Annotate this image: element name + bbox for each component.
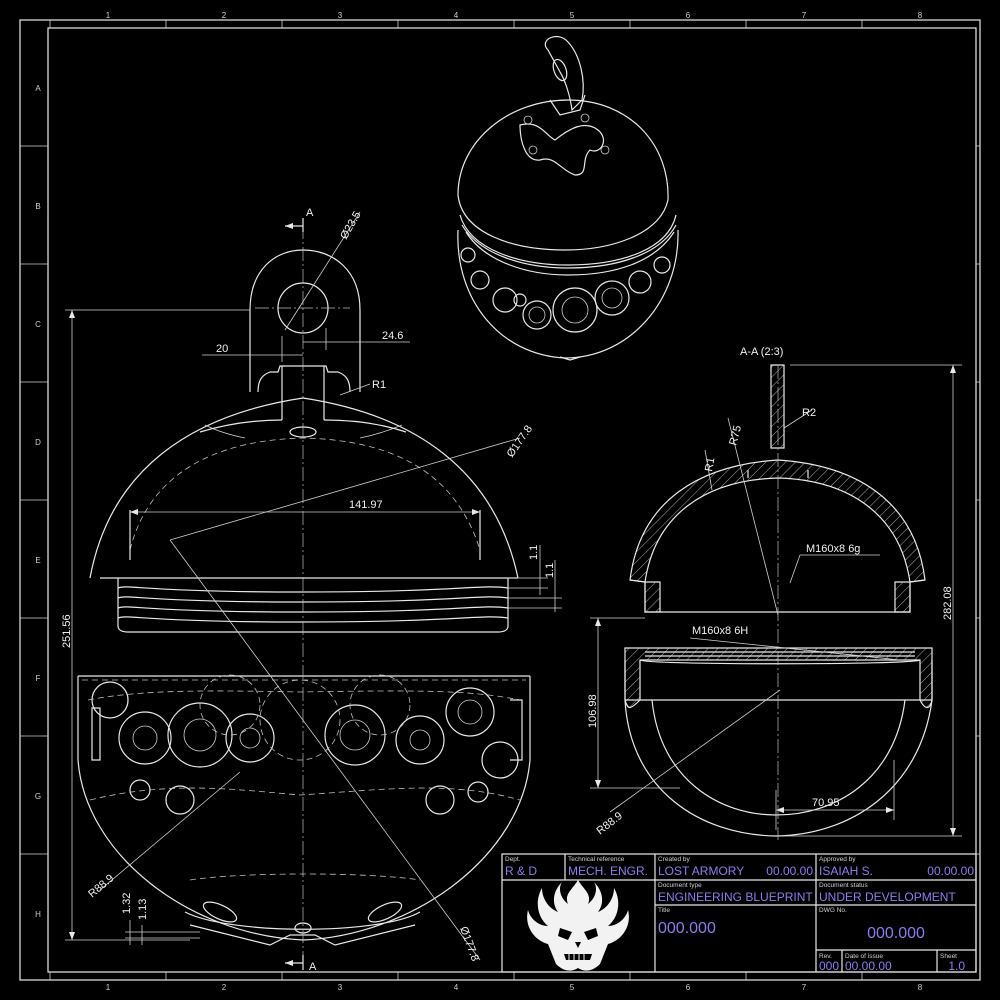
zone-row-b: B [35, 202, 40, 211]
dim-sec-r2: R2 [802, 407, 816, 419]
zone-grid: 1 2 3 4 5 6 7 8 1 2 3 4 5 6 7 8 A B C D … [20, 11, 980, 992]
tb-status-value: UNDER DEVELOPMENT [819, 890, 956, 904]
dim-sec-thread-male: M160x8 6g [806, 543, 860, 555]
front-view-centerlines [255, 225, 350, 965]
zone-col-7: 7 [802, 11, 807, 20]
section-view: A-A (2:3) R2 R75 R1 M160x8 6g M160x8 6H [587, 346, 962, 840]
tb-dept-label: Dept. [505, 856, 521, 863]
zone-col-5: 5 [570, 11, 575, 20]
tb-tech-ref-label: Technical reference [568, 856, 625, 863]
front-view [77, 249, 531, 946]
zone-row-g: G [35, 792, 41, 801]
dim-sec-height: 282.08 [942, 586, 954, 620]
tb-created-date: 00.00.00 [766, 864, 813, 878]
front-view-dimensions: Ø23.5 20 24.6 R1 Ø177.8 141.97 1.1 1.1 2… [61, 210, 562, 963]
section-marker-top: A [285, 207, 314, 232]
dim-bottom-radius: R88.9 [86, 872, 116, 900]
tb-doctype-label: Document type [658, 882, 702, 889]
dim-loop-dia: Ø23.5 [338, 210, 363, 242]
tb-sheet-label: Sheet [940, 953, 957, 960]
zone-col-1-bottom: 1 [106, 983, 111, 992]
tb-rev-value: 000 [819, 959, 839, 973]
zone-row-c: C [35, 320, 41, 329]
flaming-skull-emblem-icon [527, 880, 629, 971]
dim-sphere-dia-bottom: Ø177.8 [457, 925, 481, 963]
dim-sec-radius: R88.9 [594, 810, 625, 838]
dim-sec-r1: R1 [703, 457, 717, 473]
zone-col-4: 4 [454, 11, 459, 20]
isometric-view [457, 36, 679, 361]
tb-created-label: Created by [658, 856, 691, 863]
dim-sec-lower-height: 106.98 [587, 694, 599, 728]
tb-rev-label: Rev. [819, 953, 832, 960]
tb-approved-date: 00.00.00 [927, 864, 974, 878]
dim-total-height: 251.56 [61, 614, 73, 648]
tb-doctype-value: ENGINEERING BLUEPRINT [658, 890, 813, 904]
tb-status-label: Document status [819, 882, 869, 889]
zone-row-d: D [35, 438, 41, 447]
tb-created-value: LOST ARMORY [658, 864, 744, 878]
zone-col-8-bottom: 8 [918, 983, 923, 992]
tb-approved-value: ISAIAH S. [819, 864, 873, 878]
zone-col-7-bottom: 7 [802, 983, 807, 992]
zone-col-1: 1 [106, 11, 111, 20]
title-block: Dept. R & D Technical reference MECH. EN… [501, 853, 977, 973]
tb-dept-value: R & D [505, 864, 537, 878]
dim-inner-width: 141.97 [349, 499, 383, 511]
dim-sec-r75: R75 [727, 424, 744, 447]
section-label-bottom: A [309, 961, 317, 973]
section-marker-bottom: A [285, 955, 317, 973]
zone-col-6-bottom: 6 [686, 983, 691, 992]
tb-dwg-label: DWG No. [819, 907, 847, 914]
dim-loop-left: 20 [216, 343, 228, 355]
dim-loop-radius: R1 [372, 379, 386, 391]
dim-shell-a: 1.32 [121, 893, 133, 914]
tb-issue-value: 00.00.00 [845, 959, 892, 973]
dim-loop-right: 24.6 [382, 330, 403, 342]
tb-dwg-value: 000.000 [867, 925, 925, 942]
zone-col-6: 6 [686, 11, 691, 20]
dim-sec-thread-female: M160x8 6H [692, 625, 748, 637]
tb-tech-ref-value: MECH. ENGR. [568, 864, 648, 878]
zone-col-3-bottom: 3 [338, 983, 343, 992]
zone-col-2-bottom: 2 [222, 983, 227, 992]
tb-approved-label: Approved by [819, 856, 856, 863]
zone-col-4-bottom: 4 [454, 983, 459, 992]
dim-thread-gap-a: 1.1 [528, 545, 540, 560]
section-label-top: A [306, 207, 314, 219]
zone-col-2: 2 [222, 11, 227, 20]
tb-issue-label: Date of issue [845, 953, 883, 960]
zone-col-5-bottom: 5 [570, 983, 575, 992]
zone-col-8: 8 [918, 11, 923, 20]
dim-thread-gap-b: 1.1 [544, 563, 556, 578]
dim-shell-b: 1.13 [137, 899, 149, 920]
zone-row-a: A [35, 84, 41, 93]
section-view-title: A-A (2:3) [740, 346, 783, 358]
tb-sheet-value: 1.0 [948, 959, 965, 973]
zone-row-e: E [35, 556, 40, 565]
tb-title-label: Title [658, 907, 670, 914]
zone-row-f: F [36, 674, 41, 683]
dim-sec-width: 70.95 [812, 797, 840, 809]
tb-title-value: 000.000 [658, 920, 716, 937]
zone-row-h: H [35, 910, 41, 919]
zone-col-3: 3 [338, 11, 343, 20]
